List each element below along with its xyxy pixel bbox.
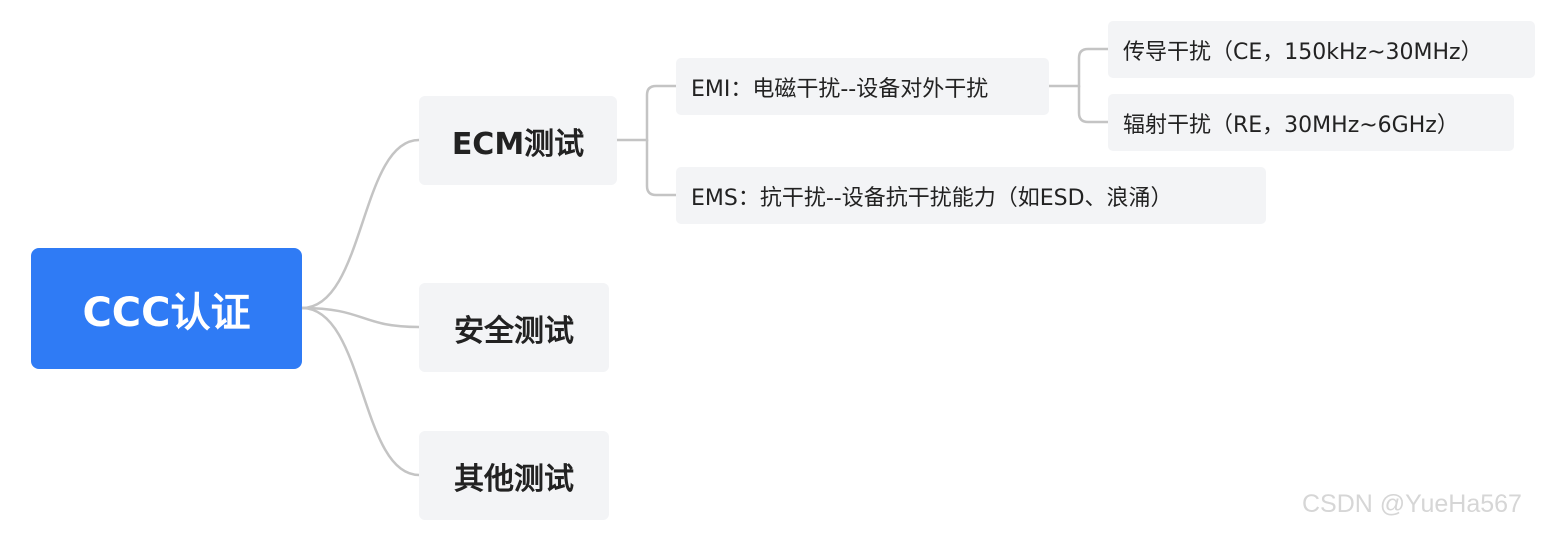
branch-node-safety-test[interactable]: 安全测试 [419,283,609,372]
link-root-other [300,306,421,477]
branch-node-other-test[interactable]: 其他测试 [419,431,609,520]
link-root-ecm [300,138,421,310]
link-emi-ce [1047,47,1110,88]
link-ecm-emi [615,84,678,142]
leaf-node-conducted-emission[interactable]: 传导干扰（CE，150kHz~30MHz） [1108,21,1535,78]
subnode-emi[interactable]: EMI：电磁干扰--设备对外干扰 [676,58,1049,115]
subnode-ems[interactable]: EMS：抗干扰--设备抗干扰能力（如ESD、浪涌） [676,167,1266,224]
link-emi-re [1077,84,1110,124]
watermark-text: CSDN @YueHa567 [1302,490,1522,518]
link-ecm-ems [645,138,678,197]
root-node-ccc-certification[interactable]: CCC认证 [31,248,302,369]
leaf-node-radiated-emission[interactable]: 辐射干扰（RE，30MHz~6GHz） [1108,94,1514,151]
link-root-safety [300,306,421,329]
branch-node-ecm-test[interactable]: ECM测试 [419,96,617,185]
